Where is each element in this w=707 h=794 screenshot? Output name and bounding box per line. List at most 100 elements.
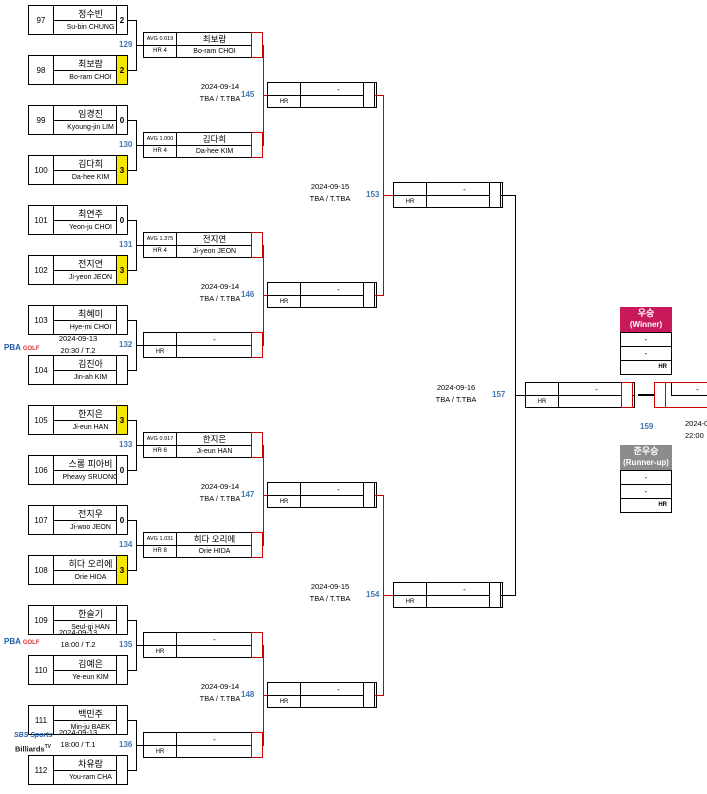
player-placeholder: -	[558, 383, 634, 396]
match-number: 133	[119, 440, 133, 449]
player-seed: 97	[29, 6, 54, 34]
round2-empty-slot[interactable]: HR-	[143, 732, 253, 758]
bracket-line-r1	[128, 20, 136, 21]
match-number: 154	[366, 590, 380, 599]
player-placeholder-empty	[300, 295, 376, 307]
trophy-high-run: HR	[658, 364, 667, 370]
player-name-korean: 김다희	[54, 156, 127, 171]
round3-slot[interactable]: HR-	[267, 82, 377, 108]
round2-score-box	[251, 632, 263, 658]
player-name-korean: 전지연	[177, 233, 252, 246]
player-name-english: Seul-gi HAN	[71, 623, 110, 631]
trophy-row: -	[621, 485, 671, 499]
player-score: 0	[116, 205, 128, 235]
match-number: 129	[119, 40, 133, 49]
player-name-korean: 최혜미	[54, 306, 127, 321]
high-run-label: HR	[268, 95, 300, 108]
bracket-line-r1	[128, 220, 136, 221]
player-name-english: Ji-yeon JEON	[68, 273, 113, 281]
billiards-tv-logo: BilliardsTV	[15, 744, 51, 754]
round2-score-box	[251, 332, 263, 358]
player-name-english: Yeon-ju CHOI	[69, 223, 112, 231]
player-placeholder: -	[300, 283, 376, 296]
final-score-box	[654, 382, 666, 408]
bracket-line-r1	[136, 745, 143, 746]
round3-score-box	[363, 482, 375, 508]
player-placeholder-empty	[300, 695, 376, 707]
round2-empty-slot[interactable]: HR-	[143, 632, 253, 658]
player-seed: 100	[29, 156, 54, 184]
round3-slot[interactable]: HR-	[267, 282, 377, 308]
match-date: 2024-09-16	[436, 383, 476, 392]
high-run-label: HR	[268, 695, 300, 708]
bracket-line-r1	[128, 370, 136, 371]
round2-empty-slot[interactable]: HR-	[143, 332, 253, 358]
player-placeholder: -	[671, 383, 707, 396]
player-placeholder: -	[176, 633, 252, 646]
round3-slot[interactable]: HR-	[267, 482, 377, 508]
player-seed: 111	[29, 706, 54, 734]
bracket-line-r1	[128, 470, 136, 471]
player-placeholder: -	[176, 733, 252, 746]
round4-slot[interactable]: HR-	[393, 582, 503, 608]
bracket-line-r1	[128, 120, 136, 121]
match-date: 2024-09-13	[58, 628, 98, 637]
player-name-korean: 한슬기	[54, 606, 127, 621]
trophy-row: -	[621, 347, 671, 361]
player-name-english: Da-hee KIM	[195, 147, 234, 155]
player-score: 3	[116, 405, 128, 435]
player-name-korean: 임경진	[54, 106, 127, 121]
player-placeholder: -	[300, 683, 376, 696]
player-placeholder-empty	[426, 595, 502, 607]
player-name-korean: 전지우	[54, 506, 127, 521]
round3-slot[interactable]: HR-	[267, 682, 377, 708]
match-date: 2024-0	[685, 419, 707, 428]
player-average: AVG 1.031	[144, 533, 177, 546]
match-venue: TBA / T.TBA	[199, 494, 241, 503]
bracket-line-r1	[136, 545, 143, 546]
player-seed: 106	[29, 456, 54, 484]
bracket-line-r3	[383, 595, 393, 596]
pba-golf-logo: PBA GOLF	[4, 343, 40, 352]
round2-score-box	[251, 532, 263, 558]
high-run-label: HR	[394, 195, 426, 208]
bracket-line-r3	[383, 195, 393, 196]
trophy-row: -	[621, 333, 671, 347]
trophy-body: --HR	[620, 470, 672, 513]
player-name-english: Ji-eun HAN	[196, 447, 233, 455]
match-venue: TBA / T.TBA	[199, 694, 241, 703]
match-date: 2024-09-15	[310, 582, 350, 591]
player-high-run: HR 4	[144, 145, 177, 157]
bracket-line-r1	[136, 145, 143, 146]
player-placeholder-empty	[176, 645, 252, 657]
trophy-title-english: (Winner)	[629, 320, 663, 329]
semifinal-slot[interactable]: HR-	[525, 382, 635, 408]
player-placeholder-empty	[176, 345, 252, 357]
high-run-label: HR	[268, 495, 300, 508]
player-name-korean: 최보람	[54, 56, 127, 71]
round4-slot[interactable]: HR-	[393, 182, 503, 208]
trophy-high-run: HR	[658, 502, 667, 508]
